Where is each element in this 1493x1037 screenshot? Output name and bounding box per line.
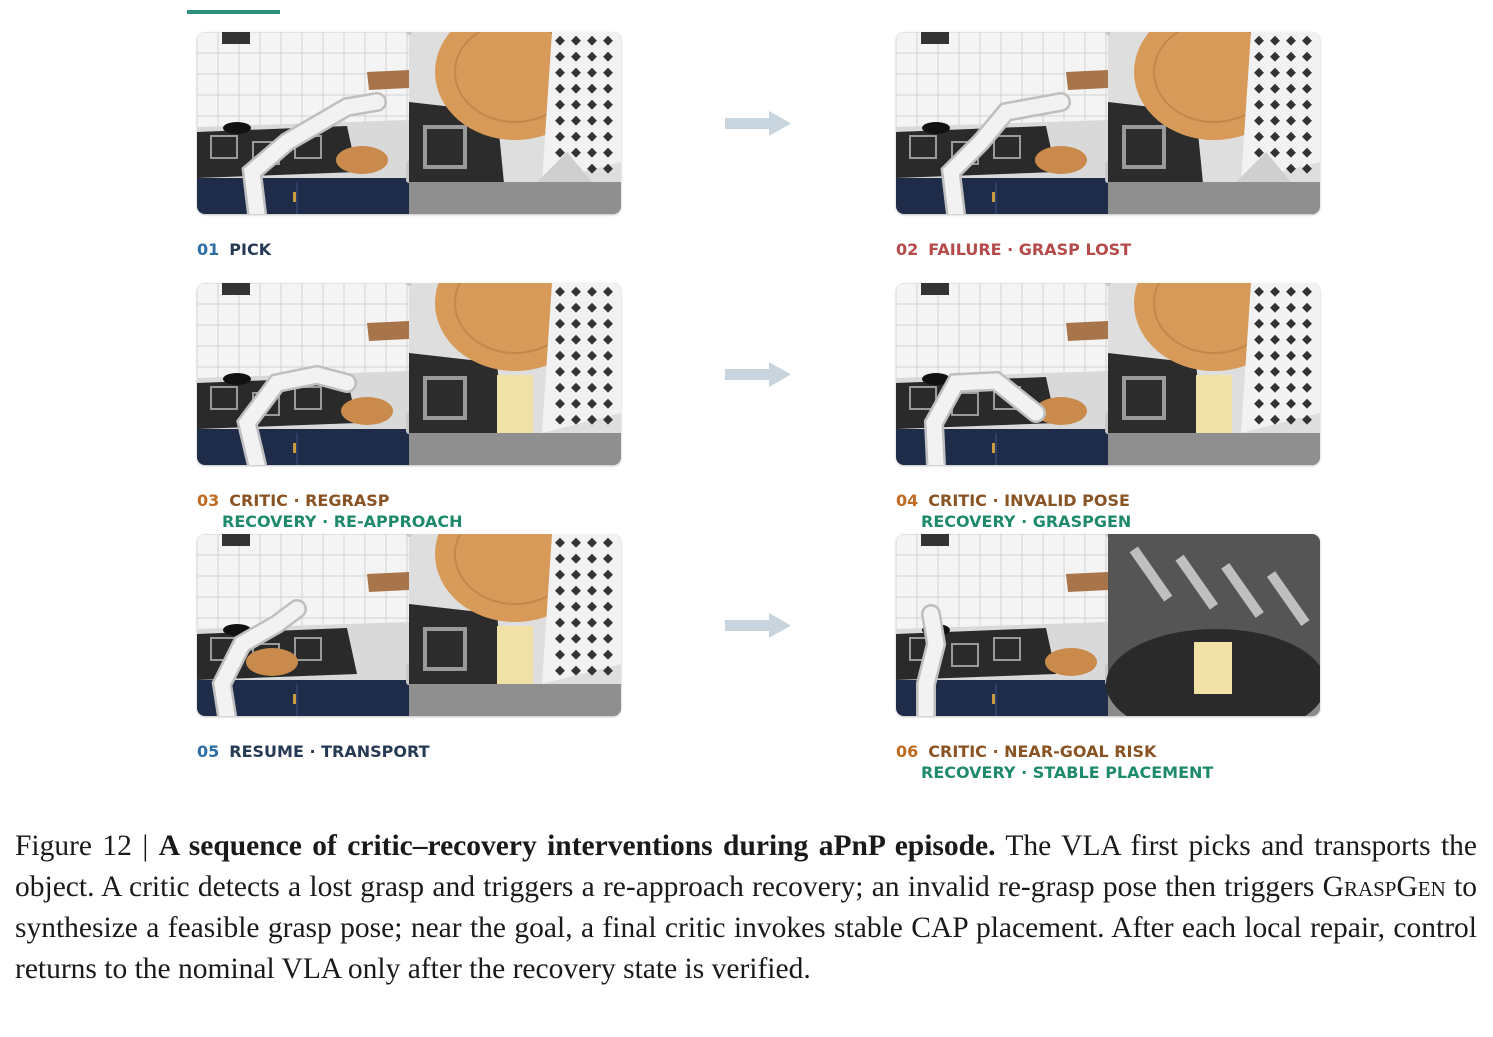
label-number: 01 (197, 240, 220, 259)
panel-03-image (197, 283, 621, 465)
panel-06-image (896, 534, 1320, 716)
figure-label: Figure 12 | (15, 830, 149, 862)
label-05: 05 RESUME · TRANSPORT (197, 741, 429, 762)
label-title: RESUME · TRANSPORT (229, 742, 430, 761)
label-01: 01 PICK (197, 239, 271, 260)
panel-04-image (896, 283, 1320, 465)
label-number: 04 (896, 491, 919, 510)
label-subtitle: RECOVERY · RE-APPROACH (222, 512, 463, 531)
top-accent-rule (187, 10, 280, 14)
label-title: CRITIC · INVALID POSE (928, 491, 1130, 510)
figure-caption: Figure 12 | A sequence of critic–recover… (15, 826, 1477, 990)
label-04: 04 CRITIC · INVALID POSE RECOVERY · GRASP… (896, 490, 1131, 532)
caption-title: A sequence of critic–recovery interventi… (158, 830, 996, 862)
panel-01-image (197, 32, 621, 214)
panel-05-image (197, 534, 621, 716)
label-03: 03 CRITIC · REGRASP RECOVERY · RE-APPROAC… (197, 490, 462, 532)
graspgen-term: GraspGen (1322, 871, 1446, 903)
caption-text: The VLA first picks and transports the o… (15, 830, 1478, 903)
label-number: 05 (197, 742, 220, 761)
label-06: 06 CRITIC · NEAR-GOAL RISK RECOVERY · STA… (896, 741, 1213, 783)
caption-text-continued: to synthesize a feasible grasp pose; nea… (15, 871, 1478, 985)
right-arrow-icon (723, 360, 793, 390)
panel-02-image (896, 32, 1320, 214)
label-title: FAILURE · GRASP LOST (928, 240, 1132, 259)
label-number: 02 (896, 240, 919, 259)
label-title: CRITIC · NEAR-GOAL RISK (928, 742, 1157, 761)
label-title: CRITIC · REGRASP (229, 491, 390, 510)
label-number: 03 (197, 491, 220, 510)
right-arrow-icon (723, 611, 793, 641)
right-arrow-icon (723, 109, 793, 139)
label-number: 06 (896, 742, 919, 761)
label-title: PICK (229, 240, 272, 259)
label-subtitle: RECOVERY · STABLE PLACEMENT (921, 763, 1214, 782)
label-02: 02 FAILURE · GRASP LOST (896, 239, 1131, 260)
label-subtitle: RECOVERY · GRASPGEN (921, 512, 1132, 531)
